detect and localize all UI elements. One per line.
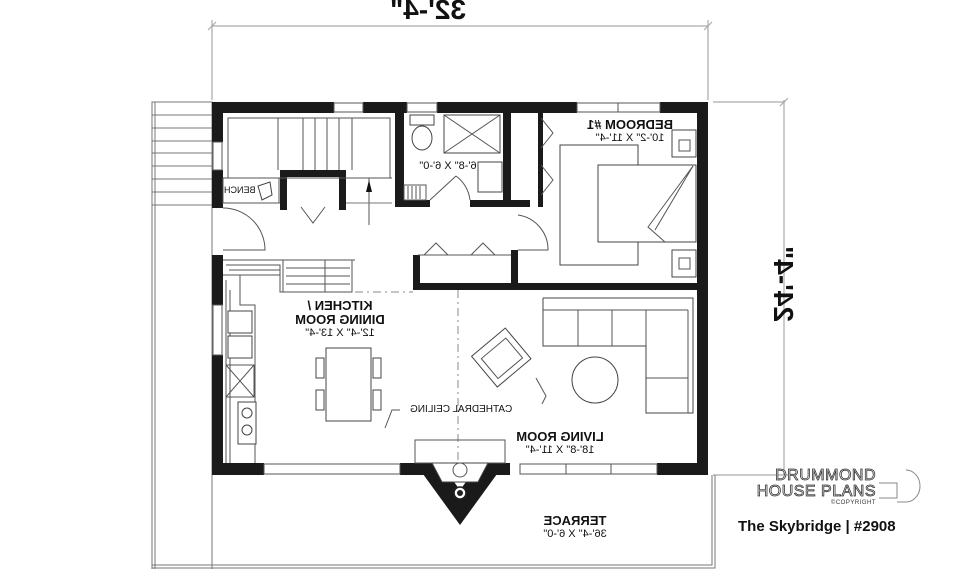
room-size: 18'-8" X 11'-4" bbox=[525, 444, 595, 456]
interior-walls bbox=[280, 102, 708, 290]
drummond-logo-shape bbox=[879, 469, 921, 503]
room-size: 12'-4" X 13'-4" bbox=[305, 327, 375, 339]
dimension-lines bbox=[207, 20, 790, 476]
brand-line2: HOUSE PLANS bbox=[756, 483, 876, 500]
cathedral-ceiling-label: CATHEDRAL CEILING bbox=[410, 404, 513, 415]
depth-dimension: 24'-4" bbox=[767, 246, 799, 322]
entry-door bbox=[222, 207, 266, 251]
room-living-room: LIVING ROOM 18'-8" X 11'-4" bbox=[490, 429, 630, 456]
interior-stairs bbox=[227, 117, 392, 225]
room-name: LIVING ROOM bbox=[516, 429, 604, 444]
exterior-stairs bbox=[151, 101, 213, 569]
room-name: TERRACE bbox=[543, 513, 607, 528]
living-room-furniture bbox=[470, 297, 694, 414]
brand-copyright: ©COPYRIGHT bbox=[830, 500, 876, 506]
bench-label: BENCH bbox=[224, 185, 256, 195]
room-terrace: TERRACE 36'-4" X 6'-0" bbox=[520, 513, 630, 540]
room-name: BEDROOM #1 bbox=[587, 117, 673, 132]
room-size: 6'-8" X 6'-0" bbox=[419, 160, 477, 172]
room-name-line2: DINING ROOM bbox=[295, 312, 385, 327]
bench bbox=[222, 177, 280, 204]
brand-line1: DRUMMOND bbox=[775, 467, 876, 484]
closet-doors bbox=[418, 117, 554, 256]
room-bedroom-1: BEDROOM #1 10'-2" X 11'-4" bbox=[560, 117, 700, 144]
fireplace bbox=[414, 439, 506, 500]
windows bbox=[212, 102, 661, 475]
width-dimension: 32'-4" bbox=[390, 0, 466, 25]
room-kitchen-dining: KITCHEN / DINING ROOM 12'-4" X 13'-4" bbox=[280, 298, 400, 339]
room-bathroom: 6'-8" X 6'-0" bbox=[398, 160, 498, 172]
plan-title: The Skybridge | #2908 bbox=[738, 518, 896, 535]
room-name-line1: KITCHEN / bbox=[307, 298, 373, 313]
bathroom-fixtures bbox=[403, 114, 503, 201]
room-size: 10'-2" X 11'-4" bbox=[595, 132, 665, 144]
room-size: 36'-4" X 6'-0" bbox=[543, 528, 607, 540]
dining-table bbox=[315, 347, 382, 422]
branding: DRUMMOND HOUSE PLANS ©COPYRIGHT bbox=[736, 467, 926, 506]
bedroom-furniture bbox=[559, 129, 697, 278]
cathedral-ceiling-lines bbox=[355, 290, 547, 463]
kitchen-counters bbox=[223, 259, 355, 463]
terrace-outline bbox=[152, 475, 716, 569]
